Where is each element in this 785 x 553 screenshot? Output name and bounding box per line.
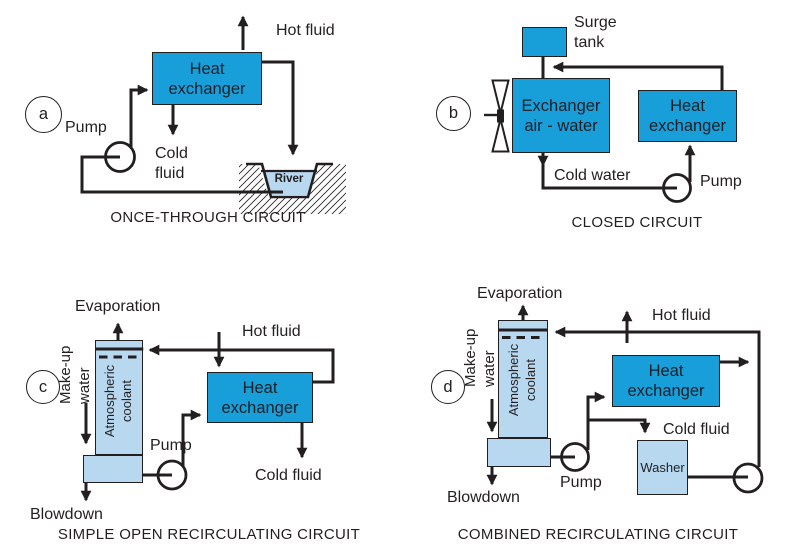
blowdown-label-d: Blowdown [447, 489, 520, 506]
panel-id-c: c [38, 377, 48, 396]
makeup-water-label-d: Make-up water [462, 328, 498, 387]
air-water-exchanger-label: Exchanger air - water [521, 96, 601, 135]
fan-blade-top [491, 79, 510, 114]
cold-fluid-label-c: Cold fluid [255, 467, 322, 484]
pump-symbol-c [156, 459, 188, 491]
pump-symbol-b [662, 173, 692, 203]
heat-exchanger-box-d: Heat exchanger [612, 355, 720, 407]
cold-fluid-label-d: Cold fluid [663, 421, 730, 438]
cooling-tower-d [498, 320, 548, 438]
pump-to-exchanger-pipe-a [129, 84, 149, 147]
river-label: River [274, 173, 304, 185]
air-water-exchanger-box: Exchanger air - water [512, 78, 610, 153]
hot-fluid-label-a: Hot fluid [276, 22, 335, 39]
blowdown-label-c: Blowdown [30, 506, 103, 523]
cold-water-label: Cold water [554, 167, 631, 184]
washer-box: Washer [637, 440, 688, 495]
panel-id-circle-b: b [436, 96, 471, 131]
exchanger-to-river-pipe-a [262, 60, 299, 156]
heat-exchanger-label-c: Heat exchanger [221, 378, 299, 417]
panel-id-circle-c: c [26, 370, 60, 404]
hot-fluid-label-c: Hot fluid [242, 323, 301, 340]
title-panel-b: CLOSED CIRCUIT [571, 214, 703, 231]
pump-to-exchanger-pipe-d [586, 391, 606, 450]
title-panel-d: COMBINED RECIRCULATING CIRCUIT [457, 526, 739, 543]
evaporation-label-c: Evaporation [75, 298, 161, 315]
title-panel-c: SIMPLE OPEN RECIRCULATING CIRCUIT [57, 526, 361, 543]
title-panel-a: ONCE-THROUGH CIRCUIT [110, 209, 306, 226]
makeup-water-label-c: Make-up water [57, 345, 93, 404]
panel-id-b: b [448, 104, 459, 122]
pump-symbol-d2 [732, 462, 764, 494]
panel-id-circle-d: d [431, 370, 465, 404]
panel-id-d: d [443, 377, 453, 396]
atmospheric-coolant-label-c: Atmospheric coolant [102, 364, 134, 438]
heat-exchanger-box-b: Heat exchanger [638, 90, 737, 142]
pump-symbol-d [560, 442, 590, 472]
surge-tank-label: Surge tank [574, 14, 617, 51]
panel-id-circle-a: a [25, 96, 62, 133]
fan-hub [497, 109, 504, 123]
tower-basin-c [83, 455, 143, 483]
hot-fluid-label-d: Hot fluid [652, 307, 711, 324]
heat-exchanger-box-a: Heat exchanger [152, 52, 262, 105]
heat-exchanger-box-c: Heat exchanger [207, 372, 313, 423]
cooling-tower-c [95, 340, 143, 455]
panel-id-a: a [38, 105, 49, 123]
fan-blade-bottom [491, 118, 510, 153]
cold-fluid-label-a: Cold fluid [155, 145, 188, 182]
pump-label-b: Pump [700, 173, 742, 190]
surge-tank-box [522, 27, 567, 57]
heat-exchanger-label-b: Heat exchanger [648, 97, 727, 135]
heat-exchanger-label-a: Heat exchanger [168, 59, 246, 98]
pump-label-a: Pump [65, 119, 107, 136]
tower-basin-d [487, 438, 551, 467]
pump-label-d: Pump [560, 474, 602, 491]
pump-label-c: Pump [150, 437, 192, 454]
washer-label: Washer [640, 460, 685, 475]
river-bank-hatching [239, 164, 346, 214]
atmospheric-coolant-label-d: Atmospheric coolant [506, 343, 538, 417]
pump-to-washer-pipe-d [588, 418, 651, 434]
heat-exchanger-label-d: Heat exchanger [627, 362, 705, 400]
evaporation-label-d: Evaporation [477, 285, 563, 302]
pump-symbol-a [104, 141, 136, 173]
